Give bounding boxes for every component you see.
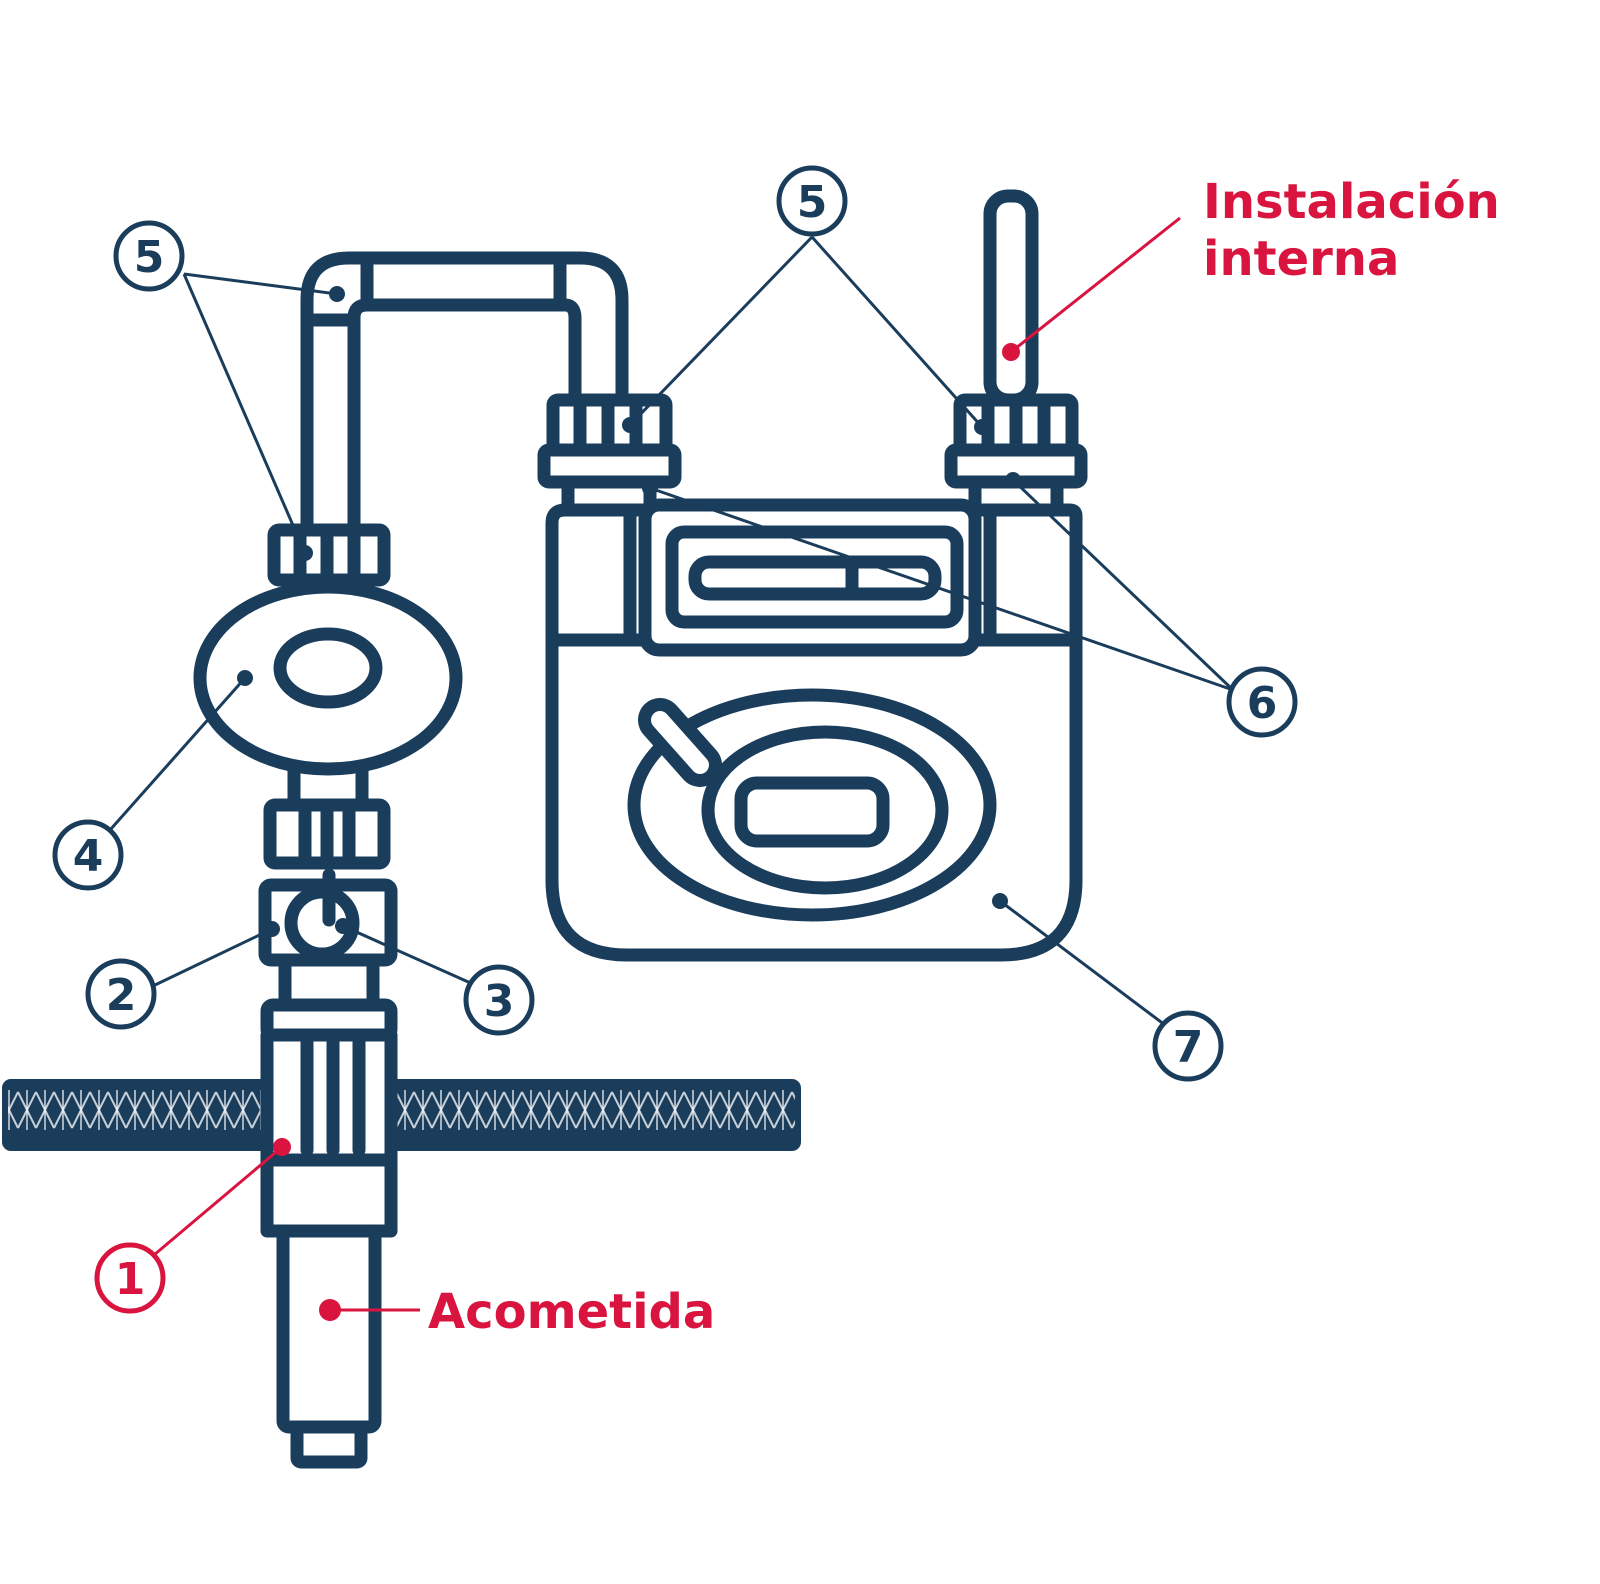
svg-text:3: 3 [484,976,515,1027]
accent-leader-lines [153,216,1181,1312]
u-pipe [300,251,629,537]
callout-2: 2 [85,958,157,1030]
leader-lines [108,235,1235,1027]
wall-slab [2,1079,801,1151]
callout-1: 1 [94,1242,166,1314]
svg-text:4: 4 [73,831,104,882]
gas-meter [545,498,1083,962]
meter-outlet-pipe [944,189,1088,522]
acometida-pipe [260,1028,398,1469]
svg-text:5: 5 [797,177,828,228]
svg-text:1: 1 [115,1254,146,1305]
label-instalacion-line2: interna [1203,231,1399,287]
callout-7: 7 [1152,1010,1224,1082]
callout-4: 4 [52,819,124,891]
callout-5-top: 5 [776,165,848,237]
label-acometida: Acometida [428,1284,715,1340]
svg-text:5: 5 [134,232,165,283]
callout-5-left: 5 [113,220,185,292]
leader-dots [237,286,1021,937]
callout-3: 3 [463,964,535,1036]
lower-fitting [260,953,398,1042]
svg-text:6: 6 [1247,678,1278,729]
svg-text:2: 2 [106,970,137,1021]
regulator [193,580,463,776]
accent-leader-dots [273,343,1020,1321]
shutoff-valve [258,868,398,967]
callout-6: 6 [1226,666,1298,738]
meter-inlet-connector [537,393,682,522]
regulator-top-nut [267,523,391,587]
label-instalacion-line1: Instalación [1203,174,1500,230]
svg-text:7: 7 [1173,1022,1204,1073]
